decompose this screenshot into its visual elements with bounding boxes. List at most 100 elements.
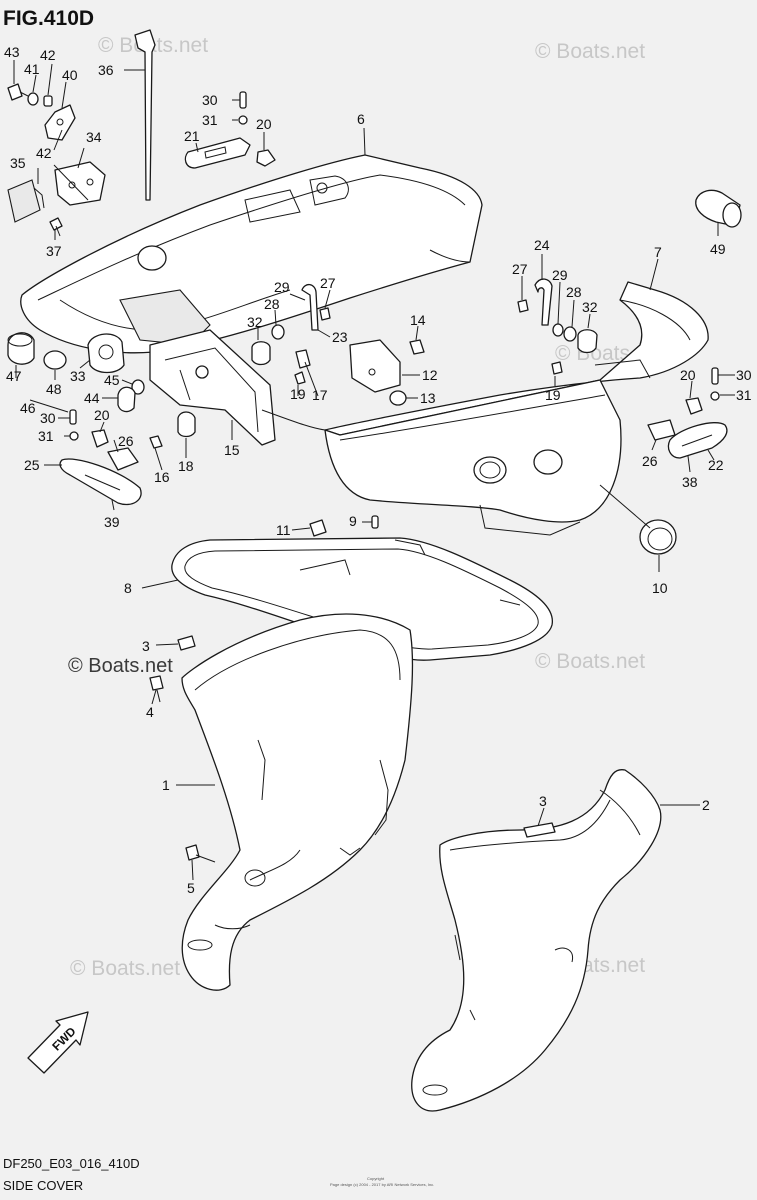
callout-28-b: 28 [566,284,582,300]
figure-title: FIG.410D [3,7,94,30]
part-9-screw [371,515,379,529]
callout-46: 46 [20,400,36,416]
callout-27-a: 27 [320,275,336,291]
callout-24: 24 [534,237,550,253]
part-31-clip [238,115,248,125]
callout-8: 8 [124,580,132,596]
callout-20-b: 20 [680,367,696,383]
callout-14: 14 [410,312,426,328]
part-28-washer-a [271,324,285,340]
callout-29-b: 29 [552,267,568,283]
part-33-lock-cylinder [87,333,125,374]
part-14-screw [409,339,425,355]
part-29-hook-a [301,283,319,331]
callout-6: 6 [357,111,365,127]
part-20-knob-c [91,429,109,448]
part-45-washer [131,379,145,395]
callout-30: 30 [202,92,218,108]
callout-47: 47 [6,368,22,384]
watermark-layer: © Boats.net © Boats.net © Boats.net © Bo… [68,34,665,980]
part-16-screw [149,435,163,449]
part-8-seal-frame [171,537,553,661]
callout-28-a: 28 [264,296,280,312]
part-32-bushing-b [577,329,598,354]
part-30-pin-b [711,367,719,385]
part-27-screw-a [319,307,331,321]
part-36-cable-tie [134,29,156,201]
callout-3-a: 3 [142,638,150,654]
callout-38: 38 [682,474,698,490]
part-3-clip-b [523,822,556,838]
part-28-washer-b [563,326,577,342]
callout-12: 12 [422,367,438,383]
callout-26-a: 26 [118,433,134,449]
part-3-clip-a [177,635,196,651]
part-29-washer-b [552,323,564,337]
callout-39: 39 [104,514,120,530]
leader-lines [13,60,735,881]
callout-48: 48 [46,381,62,397]
part-19-screw-a [294,371,306,385]
part-18-bushing [177,411,196,438]
callout-15: 15 [224,442,240,458]
figure-code: DF250_E03_016_410D [3,1156,140,1171]
callout-45: 45 [104,372,120,388]
watermark: © Boats.net [535,650,645,673]
callout-21: 21 [184,128,200,144]
part-10-plug [639,519,677,555]
part-7-lower-body [324,379,622,523]
callout-20-c: 20 [94,407,110,423]
callout-36: 36 [98,62,114,78]
callout-labels: 43 42 41 40 36 34 42 35 37 30 31 20 21 6… [4,44,752,896]
part-1-lower-cover-left [181,613,414,991]
callout-10: 10 [652,580,668,596]
part-drawings: FWD [7,29,742,1112]
callout-40: 40 [62,67,78,83]
callout-19-b: 19 [545,387,561,403]
part-21-latch-plate [184,137,251,169]
callout-19-a: 19 [290,386,306,402]
callout-41: 41 [24,61,40,77]
callout-3-b: 3 [539,793,547,809]
part-30-pin-c [69,409,77,425]
part-35-pad [7,179,41,223]
callout-49: 49 [710,241,726,257]
callout-11: 11 [276,522,291,538]
part-40-bracket [44,104,76,141]
callout-43: 43 [4,44,20,60]
copyright-line-1: Copyright [367,1176,385,1181]
callout-35: 35 [10,155,26,171]
part-7-upper-cover-right [324,281,709,436]
part-19-screw-b [551,361,563,375]
callout-34: 34 [86,129,102,145]
callout-26-b: 26 [642,453,658,469]
forward-arrow-icon: FWD [27,1011,89,1074]
part-42-collar [43,95,53,107]
callout-20: 20 [256,116,272,132]
part-26-latch-a [107,447,139,471]
callout-5: 5 [187,880,195,896]
callout-31-b: 31 [736,387,752,403]
part-30-pin [239,91,247,109]
part-11-screw [309,519,327,537]
callout-9: 9 [349,513,357,529]
callout-32-a: 32 [247,314,263,330]
watermark: © Boats.net [68,655,173,677]
part-20-knob [256,149,276,167]
watermark: © Boats.net [535,40,645,63]
callout-13: 13 [420,390,436,406]
part-15-bracket [149,329,276,446]
part-13-cap [389,390,407,406]
callout-30-b: 30 [736,367,752,383]
copyright-line-2: Page design (c) 2004 - 2017 by ARI Netwo… [330,1182,434,1187]
callout-4: 4 [146,704,154,720]
part-20-knob-b [685,397,703,415]
callout-2: 2 [702,797,710,813]
callout-18: 18 [178,458,194,474]
part-43-bolt [7,83,23,101]
callout-16: 16 [154,469,170,485]
watermark: © Boats.net [70,957,180,980]
callout-33: 33 [70,368,86,384]
part-37-screw [49,217,63,231]
